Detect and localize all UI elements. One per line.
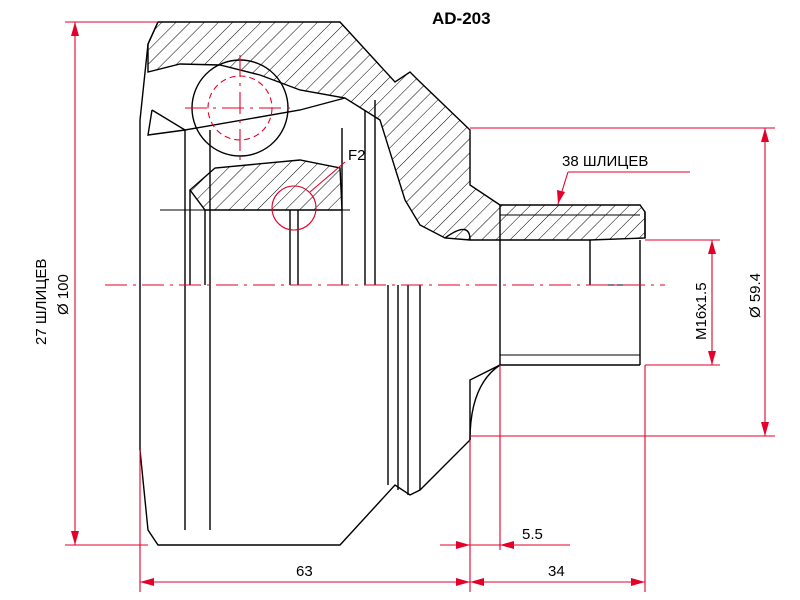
arrow-shaftlen-right [631, 578, 645, 586]
arrow-body-left [140, 578, 154, 586]
spline-arrow [557, 190, 565, 204]
shoulder-label: 5.5 [522, 526, 543, 543]
inner-race-section [189, 159, 343, 211]
arrow-thread-up [708, 240, 716, 254]
outer-diameter-label: Ø 100 [55, 274, 72, 315]
arrow-shaftlen-left [470, 578, 484, 586]
inner-race-outline [147, 97, 346, 285]
arrow-down [71, 531, 79, 545]
part-number-title: AD-203 [432, 9, 491, 28]
arrow-shaft-up [761, 128, 769, 142]
detail-label: F2 [348, 147, 366, 164]
arrow-shoulder-right [500, 541, 514, 549]
detail-leader [309, 161, 346, 193]
thread-label: M16x1.5 [693, 282, 710, 340]
arrow-thread-down [708, 351, 716, 365]
arrow-shoulder-left [456, 541, 470, 549]
detail-circle [271, 185, 317, 231]
shaft-neck [444, 228, 501, 441]
arrow-body-right [456, 578, 470, 586]
arrow-shaft-down [761, 422, 769, 436]
outer-spline-label: 38 ШЛИЦЕВ [562, 153, 648, 170]
arrow-up [71, 22, 79, 36]
shaft-length-label: 34 [548, 563, 565, 580]
housing-outline [139, 21, 640, 546]
housing-section [147, 21, 646, 241]
stub-shaft [499, 205, 646, 365]
shaft-diameter-label: Ø 59.4 [747, 273, 764, 318]
body-length-label: 63 [296, 563, 313, 580]
inner-spline-label: 27 ШЛИЦЕВ [33, 259, 50, 345]
